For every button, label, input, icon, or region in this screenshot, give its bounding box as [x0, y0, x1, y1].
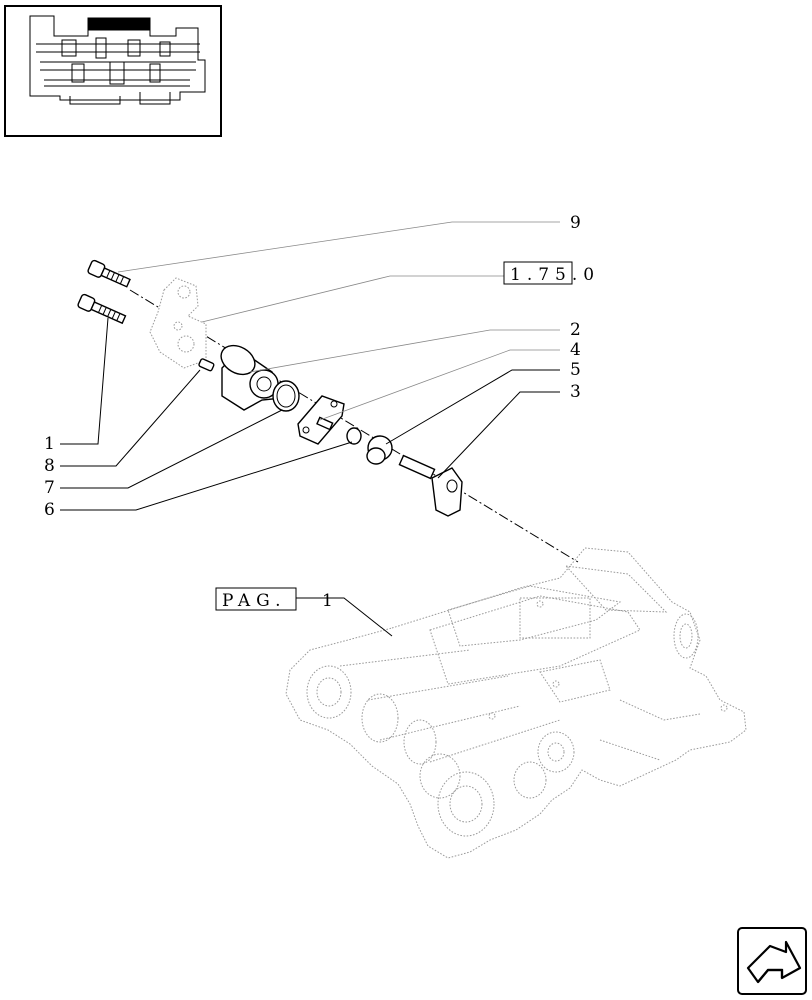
page-reference[interactable]: PAG. 1 [215, 587, 333, 611]
leader-lines [60, 221, 560, 637]
callout-4: 4 [570, 340, 581, 360]
plunger-fork[interactable] [398, 454, 463, 517]
housing-ghost [285, 547, 747, 859]
assembly-axis [129, 289, 579, 563]
next-page-arrow-icon[interactable] [737, 927, 807, 995]
solenoid[interactable] [216, 340, 283, 411]
callout-2: 2 [570, 320, 581, 340]
callout-3: 3 [570, 382, 581, 402]
page-reference-label: PAG. [222, 591, 287, 611]
screw-upper[interactable] [87, 259, 131, 290]
callout-9: 9 [570, 213, 581, 233]
callout-8: 8 [44, 456, 55, 476]
o-ring-small[interactable] [346, 427, 362, 445]
callout-1: 1 [44, 434, 55, 454]
callout-5: 5 [570, 360, 581, 380]
pin[interactable] [198, 358, 215, 372]
section-reference-text: 1.75.0 [510, 265, 600, 285]
valve-body-ghost [149, 277, 207, 369]
callout-6: 6 [44, 500, 55, 520]
page-reference-number: 1 [322, 591, 333, 611]
bushing[interactable] [366, 435, 393, 465]
callout-7: 7 [44, 478, 55, 498]
screw-lower[interactable] [77, 293, 127, 326]
section-reference[interactable]: 1.75.0 [503, 261, 600, 285]
transmission-thumbnail[interactable] [4, 5, 222, 137]
